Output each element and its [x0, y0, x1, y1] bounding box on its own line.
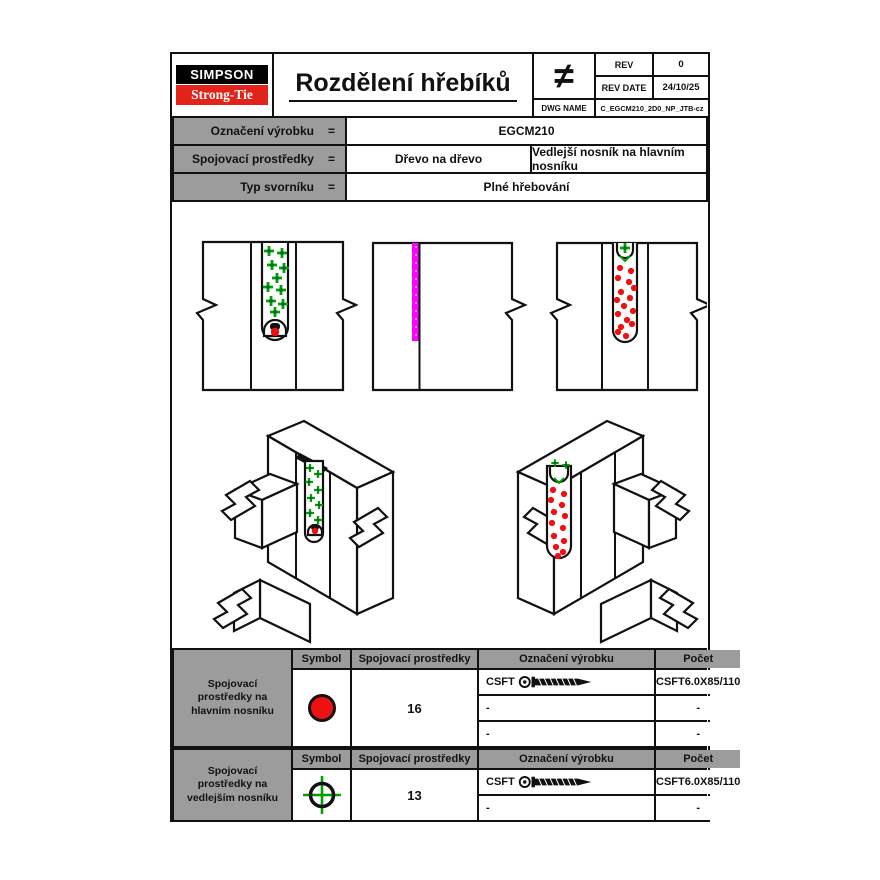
iso-view-main-fasteners	[516, 419, 699, 644]
product-cell: CSFT6.0X85/110	[656, 670, 741, 694]
title-block: SIMPSON Strong-Tie Rozdělení hřebíků ≠ R…	[172, 54, 708, 116]
logo-strongtie: Strong-Tie	[176, 85, 268, 105]
product-cell: -	[656, 722, 741, 746]
col-header-count: Počet	[656, 650, 741, 668]
fastener-table-secondary-beam: Spojovací prostředky na vedlejším nosník…	[172, 748, 741, 822]
info-row-label: Spojovací prostředky=	[174, 146, 345, 172]
side-view-hanger-edge	[371, 241, 528, 392]
main-beam-fastener-dot	[270, 327, 280, 337]
fastener-cell: CSFT	[479, 670, 654, 694]
rev-date-label: REV DATE	[596, 77, 652, 98]
product-cell: -	[656, 696, 741, 720]
product-code-value: EGCM210	[347, 118, 706, 144]
col-header-fastener: Spojovací prostředky	[352, 750, 477, 768]
product-info-table: Označení výrobku= EGCM210 Spojovací pros…	[172, 116, 708, 202]
rev-date-value: 24/10/25	[654, 77, 708, 98]
fastener-cell: CSFT	[479, 770, 654, 794]
secondary-beam-symbol-cell	[293, 770, 350, 820]
screw-icon	[518, 776, 592, 788]
col-header-count: Počet	[656, 750, 741, 768]
screw-icon	[518, 676, 592, 688]
not-equal-logo-icon: ≠	[534, 54, 594, 98]
main-beam-symbol-cell	[293, 670, 350, 746]
dwg-name-value: C_EGCM210_2D0_NP_JTB-cz	[596, 100, 708, 116]
logo-simpson: SIMPSON	[176, 65, 268, 84]
connection-type-value: Dřevo na dřevo	[347, 146, 530, 172]
fastener-cell: -	[479, 696, 654, 720]
front-view-secondary-fasteners	[195, 240, 359, 392]
drawing-sheet: SIMPSON Strong-Tie Rozdělení hřebíků ≠ R…	[170, 52, 741, 822]
product-cell: CSFT6.0X85/110	[656, 770, 741, 794]
hanger-edge-strip	[412, 243, 420, 341]
revision-block: ≠ REV 0 REV DATE 24/10/25 DWG NAME C_EGC…	[532, 54, 708, 116]
connection-detail-value: Vedlejší nosník na hlavním nosníku	[532, 145, 706, 173]
dwg-name-label: DWG NAME	[534, 100, 594, 116]
sheet-title: Rozdělení hřebíků	[274, 54, 532, 116]
fastener-table-main-beam: Spojovací prostředky na hlavním nosníku …	[172, 648, 741, 748]
info-row-label: Označení výrobku=	[174, 118, 345, 144]
rev-value: 0	[654, 54, 708, 75]
col-header-symbol: Symbol	[293, 750, 350, 768]
table-row-label: Spojovací prostředky na hlavním nosníku	[174, 650, 291, 746]
nailing-type-value: Plné hřebování	[347, 174, 706, 200]
col-header-symbol: Symbol	[293, 650, 350, 668]
table-row-label: Spojovací prostředky na vedlejším nosník…	[174, 750, 291, 820]
fastener-cell: -	[479, 722, 654, 746]
count-cell: 16	[352, 670, 477, 746]
sheet-title-text: Rozdělení hřebíků	[289, 69, 517, 102]
drawing-views-area	[172, 202, 713, 648]
col-header-product: Označení výrobku	[479, 750, 654, 768]
iso-view-secondary-fasteners	[212, 419, 395, 644]
rev-label: REV	[596, 54, 652, 75]
count-cell: 13	[352, 770, 477, 820]
green-crosshair-symbol-icon	[302, 776, 341, 814]
col-header-fastener: Spojovací prostředky	[352, 650, 477, 668]
technical-drawing-svg	[195, 240, 713, 644]
front-view-main-fasteners	[549, 241, 713, 392]
fastener-cell: -	[479, 796, 654, 820]
product-cell: -	[656, 796, 741, 820]
col-header-product: Označení výrobku	[479, 650, 654, 668]
red-circle-symbol-icon	[307, 694, 336, 722]
info-row-label: Typ svorníku=	[174, 174, 345, 200]
simpson-strongtie-logo: SIMPSON Strong-Tie	[172, 54, 274, 116]
